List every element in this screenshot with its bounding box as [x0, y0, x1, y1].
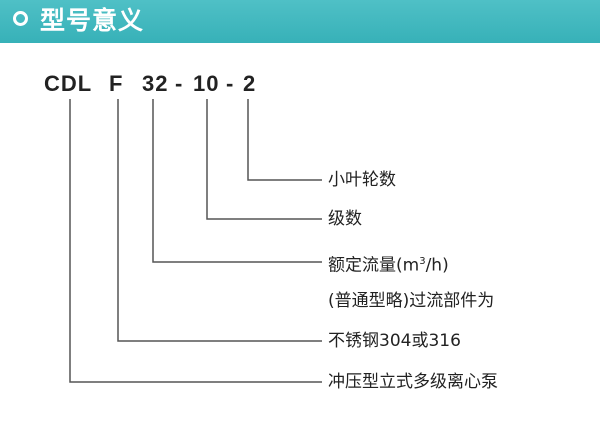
meaning-flow-sup: 3	[419, 256, 426, 267]
meaning-material-line2: 不锈钢304或316	[328, 331, 461, 351]
code-stages: 10	[193, 71, 220, 96]
meaning-material-line1: (普通型略)过流部件为	[328, 291, 495, 311]
leader-line-material	[117, 99, 322, 342]
meaning-series: 冲压型立式多级离心泵	[328, 372, 498, 392]
meaning-flow-prefix: 额定流量(m	[328, 255, 420, 276]
meaning-flow-suffix: /h)	[425, 255, 449, 276]
section-title: 型号意义	[40, 6, 145, 35]
leader-line-stages	[206, 99, 322, 220]
code-series: CDL	[44, 71, 93, 96]
section-header: 型号意义	[0, 0, 600, 43]
leader-line-flow	[152, 99, 322, 263]
code-dash: -	[175, 71, 184, 96]
code-dash: -	[226, 71, 235, 96]
leader-line-series	[69, 99, 322, 383]
meaning-stages: 级数	[328, 209, 362, 229]
circle-outline-icon	[13, 11, 28, 26]
code-flow: 32	[142, 71, 169, 96]
leader-line-small-impellers	[247, 99, 322, 181]
meaning-small-impellers: 小叶轮数	[328, 170, 396, 190]
code-material: F	[109, 71, 124, 96]
code-small-impellers: 2	[243, 71, 257, 96]
meaning-flow: 额定流量(m3/h)	[328, 251, 449, 277]
